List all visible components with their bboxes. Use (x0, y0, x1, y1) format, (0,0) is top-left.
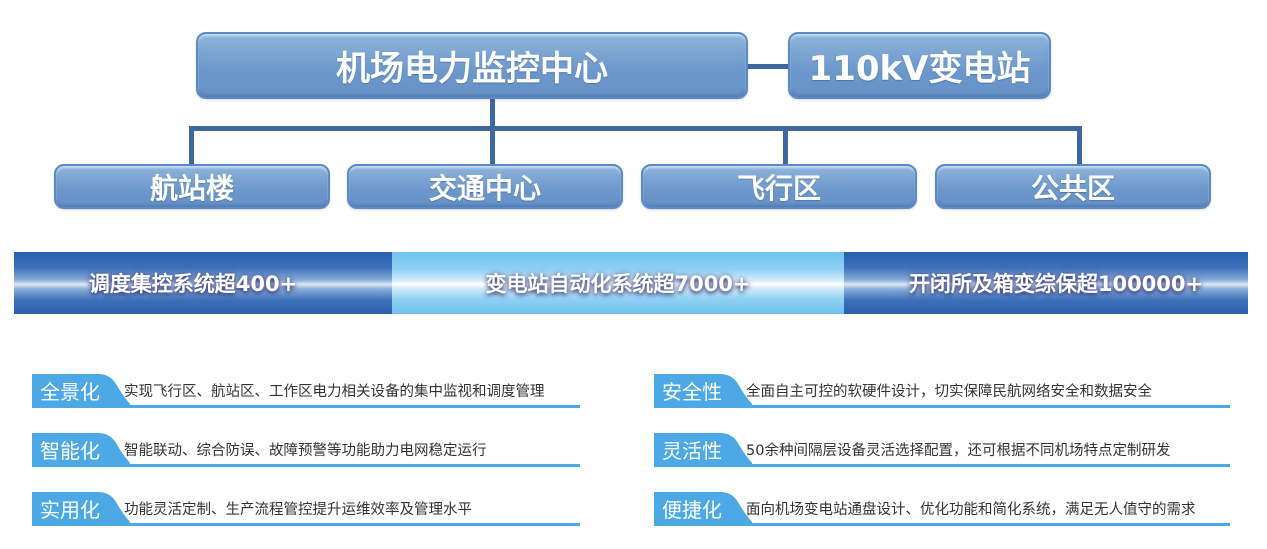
feature-practical: 实用化 功能灵活定制、生产流程管控提升运维效率及管理水平 (32, 490, 580, 526)
connector-branch-1 (189, 126, 194, 166)
feature-description: 功能灵活定制、生产流程管控提升运维效率及管理水平 (124, 502, 472, 518)
feature-underline (32, 523, 580, 526)
feature-description: 面向机场变电站通盘设计、优化功能和简化系统，满足无人值守的需求 (746, 502, 1196, 518)
feature-tag: 安全性 (654, 374, 752, 406)
feature-panoramic: 全景化 实现飞行区、航站区、工作区电力相关设备的集中监视和调度管理 (32, 372, 580, 408)
feature-description: 实现飞行区、航站区、工作区电力相关设备的集中监视和调度管理 (124, 384, 545, 400)
feature-tag: 智能化 (32, 433, 130, 465)
stat-dispatch-systems: 调度集控系统超400+ (14, 252, 392, 314)
feature-tag: 全景化 (32, 374, 130, 406)
branch-node-public-area: 公共区 (935, 164, 1211, 209)
root-node-monitoring-center: 机场电力监控中心 (196, 32, 748, 99)
branch-node-airfield: 飞行区 (641, 164, 917, 209)
feature-description: 全面自主可控的软硬件设计，切实保障民航网络安全和数据安全 (746, 384, 1152, 400)
connector-branch-2 (490, 126, 495, 166)
feature-tag: 实用化 (32, 492, 130, 524)
branch-node-terminal: 航站楼 (54, 164, 330, 209)
feature-underline (32, 464, 580, 467)
feature-description: 智能联动、综合防误、故障预警等功能助力电网稳定运行 (124, 443, 487, 459)
feature-flexibility: 灵活性 50余种间隔层设备灵活选择配置，还可根据不同机场特点定制研发 (654, 431, 1230, 467)
stat-substation-automation: 变电站自动化系统超7000+ (392, 252, 844, 314)
feature-convenience: 便捷化 面向机场变电站通盘设计、优化功能和简化系统，满足无人值守的需求 (654, 490, 1230, 526)
stat-switching-stations: 开闭所及箱变综保超100000+ (844, 252, 1248, 314)
feature-underline (654, 523, 1230, 526)
connector-branch-4 (1077, 126, 1082, 166)
connector-root-trunk (490, 98, 495, 128)
feature-tag: 便捷化 (654, 492, 752, 524)
feature-description: 50余种间隔层设备灵活选择配置，还可根据不同机场特点定制研发 (746, 443, 1171, 459)
connector-branch-3 (783, 126, 788, 166)
feature-underline (654, 405, 1230, 408)
substation-node: 110kV变电站 (788, 32, 1051, 99)
feature-intelligent: 智能化 智能联动、综合防误、故障预警等功能助力电网稳定运行 (32, 431, 580, 467)
feature-underline (32, 405, 580, 408)
feature-tag: 灵活性 (654, 433, 752, 465)
branch-node-transport-center: 交通中心 (347, 164, 623, 209)
connector-root-substation (748, 64, 788, 69)
feature-underline (654, 464, 1230, 467)
connector-horizontal-bus (189, 126, 1082, 131)
feature-security: 安全性 全面自主可控的软硬件设计，切实保障民航网络安全和数据安全 (654, 372, 1230, 408)
